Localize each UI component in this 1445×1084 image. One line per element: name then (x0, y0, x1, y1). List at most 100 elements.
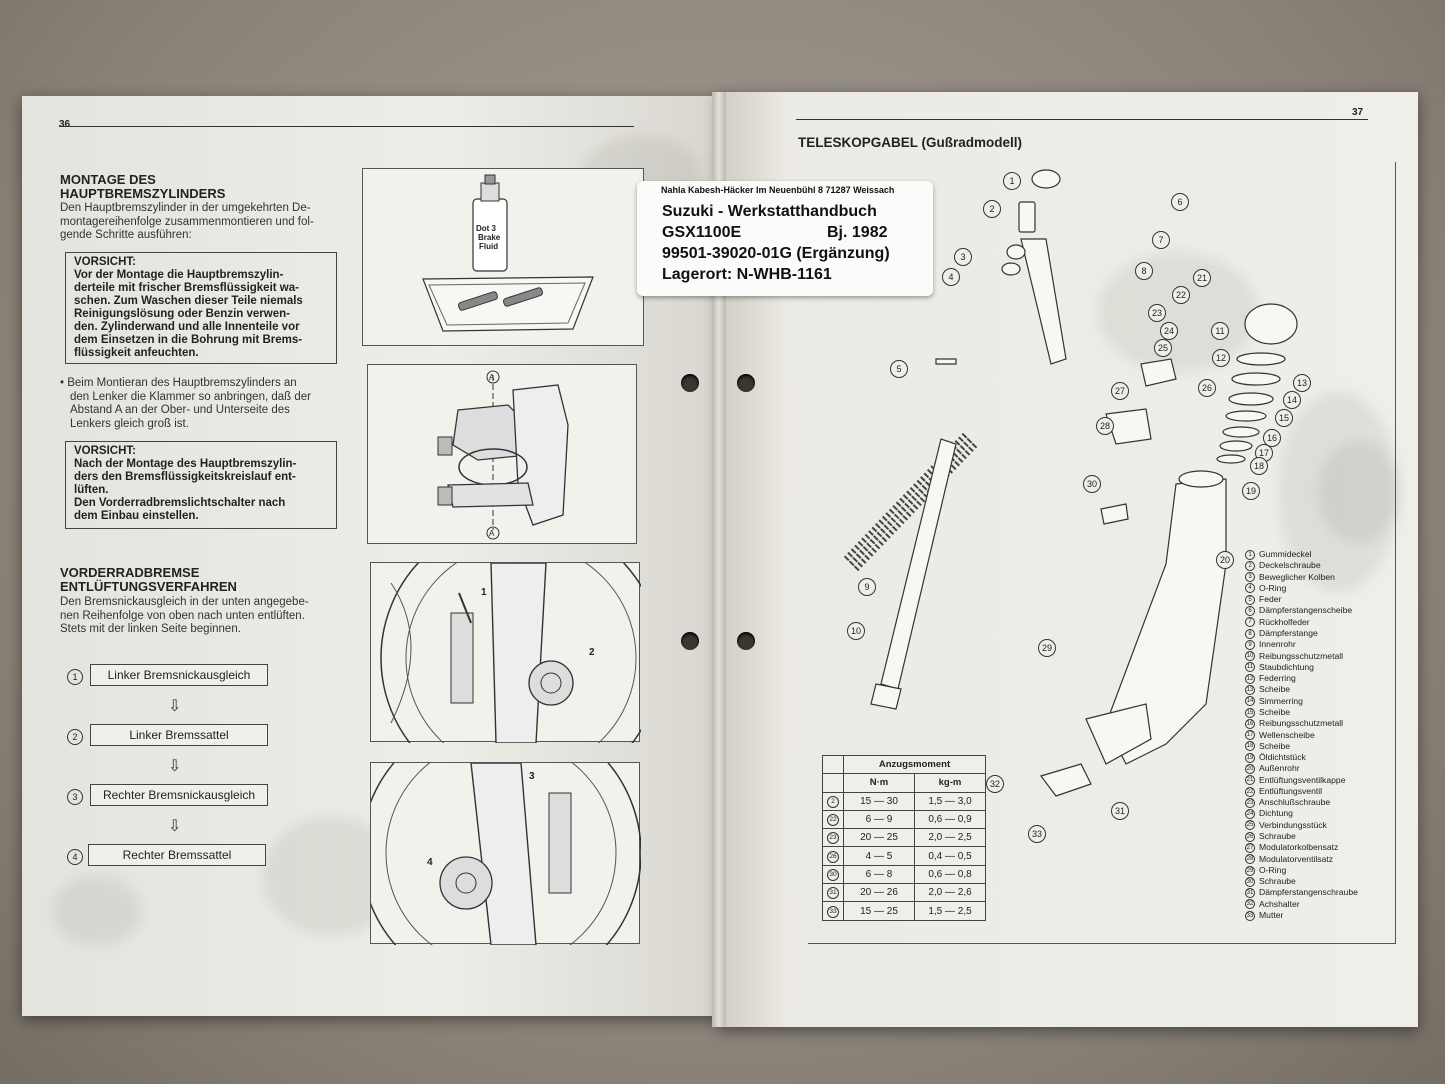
callout-5: 5 (890, 360, 908, 378)
callout-24: 24 (1160, 322, 1178, 340)
legend-number: 32 (1245, 899, 1255, 910)
legend-number: 24 (1245, 809, 1255, 820)
step-left-caliper: Linker Bremssattel (90, 724, 268, 746)
callout-13: 13 (1293, 374, 1311, 392)
step-right-bleed-nipple: Rechter Bremsnickausgleich (90, 784, 268, 806)
legend-label: Modulatorkolbensatz (1259, 842, 1339, 853)
figure-clamp-distance: A A (367, 364, 637, 544)
bullet-mounting-note: • Beim Montieran des Hauptbremszylinders… (60, 377, 312, 430)
legend-label: Entlüftungsventilkappe (1259, 774, 1346, 785)
svg-text:4: 4 (427, 857, 433, 868)
callout-11: 11 (1211, 322, 1229, 340)
legend-item: 23 Anschlußschraube (1245, 797, 1358, 808)
callout-33: 33 (1028, 825, 1046, 843)
svg-text:Fluid: Fluid (479, 242, 498, 251)
callout-10: 10 (847, 622, 865, 640)
figure-brake-fluid: Dot 3 Brake Fluid (362, 168, 644, 346)
legend-number: 5 (1245, 594, 1255, 605)
legend-item: 14 Simmerring (1245, 696, 1358, 707)
legend-number: 16 (1245, 718, 1255, 729)
callout-21: 21 (1193, 269, 1211, 287)
section2-intro: Den Bremsnickausgleich in der unten ange… (60, 596, 309, 635)
legend-label: Außenrohr (1259, 763, 1300, 774)
book-spine (712, 92, 726, 1027)
legend-label: Rückholfeder (1259, 616, 1310, 627)
callout-31: 31 (1111, 802, 1129, 820)
callout-14: 14 (1283, 391, 1301, 409)
page-title: TELESKOPGABEL (Gußradmodell) (798, 135, 1023, 150)
punch-hole (681, 374, 699, 392)
legend-number: 3 (1245, 572, 1255, 583)
callout-2: 2 (983, 200, 1001, 218)
legend-number: 23 (1245, 797, 1255, 808)
legend-number: 27 (1245, 842, 1255, 853)
section1-title-line2: HAUPTBREMSZYLINDERS (60, 186, 226, 201)
down-arrow-icon: ⇩ (168, 818, 182, 835)
punch-hole (737, 632, 755, 650)
callout-23: 23 (1148, 304, 1166, 322)
step-right-caliper: Rechter Bremssattel (88, 844, 266, 866)
callout-30: 30 (1083, 475, 1101, 493)
legend-label: Modulatorventilsatz (1259, 853, 1334, 864)
callout-27: 27 (1111, 382, 1129, 400)
legend-number: 7 (1245, 617, 1255, 628)
right-caliper-illustration: 3 4 (360, 712, 642, 994)
legend-label: O-Ring (1259, 864, 1287, 875)
down-arrow-icon: ⇩ (168, 698, 182, 715)
legend-number: 15 (1245, 707, 1255, 718)
svg-text:1: 1 (481, 587, 487, 598)
legend-label: Gummideckel (1259, 549, 1312, 559)
page-number: 37 (1352, 107, 1364, 118)
legend-label: Beweglicher Kolben (1259, 571, 1335, 582)
clamp-illustration: A A (437, 370, 569, 540)
legend-number: 29 (1245, 865, 1255, 876)
legend-item: 3 Beweglicher Kolben (1245, 572, 1358, 583)
col-nm: N·m (843, 773, 915, 793)
legend-label: Deckelschraube (1259, 560, 1321, 571)
callout-20: 20 (1216, 551, 1234, 569)
left-caliper-illustration: 1 2 (380, 517, 662, 799)
legend-number: 4 (1245, 583, 1255, 594)
callout-15: 15 (1275, 409, 1293, 427)
callout-6: 6 (1171, 193, 1189, 211)
caution-box-2: VORSICHT: Nach der Montage des Hauptbrem… (65, 441, 337, 529)
legend-label: Innenrohr (1259, 639, 1296, 650)
section2-title-line2: ENTLÜFTUNGSVERFAHREN (60, 579, 237, 594)
callout-9: 9 (858, 578, 876, 596)
col-kgm: kg-m (914, 773, 986, 793)
callout-12: 12 (1212, 349, 1230, 367)
svg-text:3: 3 (529, 771, 535, 782)
legend-label: Anschlußschraube (1259, 797, 1331, 808)
legend-number: 28 (1245, 854, 1255, 865)
legend-label: Feder (1259, 594, 1282, 605)
legend-item: 28 Modulatorventilsatz (1245, 854, 1358, 865)
legend-number: 14 (1245, 696, 1255, 707)
legend-item: 9 Innenrohr (1245, 639, 1358, 650)
section2-title-line1: VORDERRADBREMSE (60, 565, 200, 580)
legend-number: 10 (1245, 651, 1255, 662)
legend-label: Scheibe (1259, 740, 1291, 751)
legend-number: 9 (1245, 639, 1255, 650)
legend-label: Scheibe (1259, 706, 1291, 717)
legend-label: Mutter (1259, 910, 1284, 920)
legend-item: 7 Rückholfeder (1245, 617, 1358, 628)
legend-item: 5 Feder (1245, 594, 1358, 605)
legend-number: 30 (1245, 876, 1255, 887)
legend-label: Simmerring (1259, 695, 1303, 706)
